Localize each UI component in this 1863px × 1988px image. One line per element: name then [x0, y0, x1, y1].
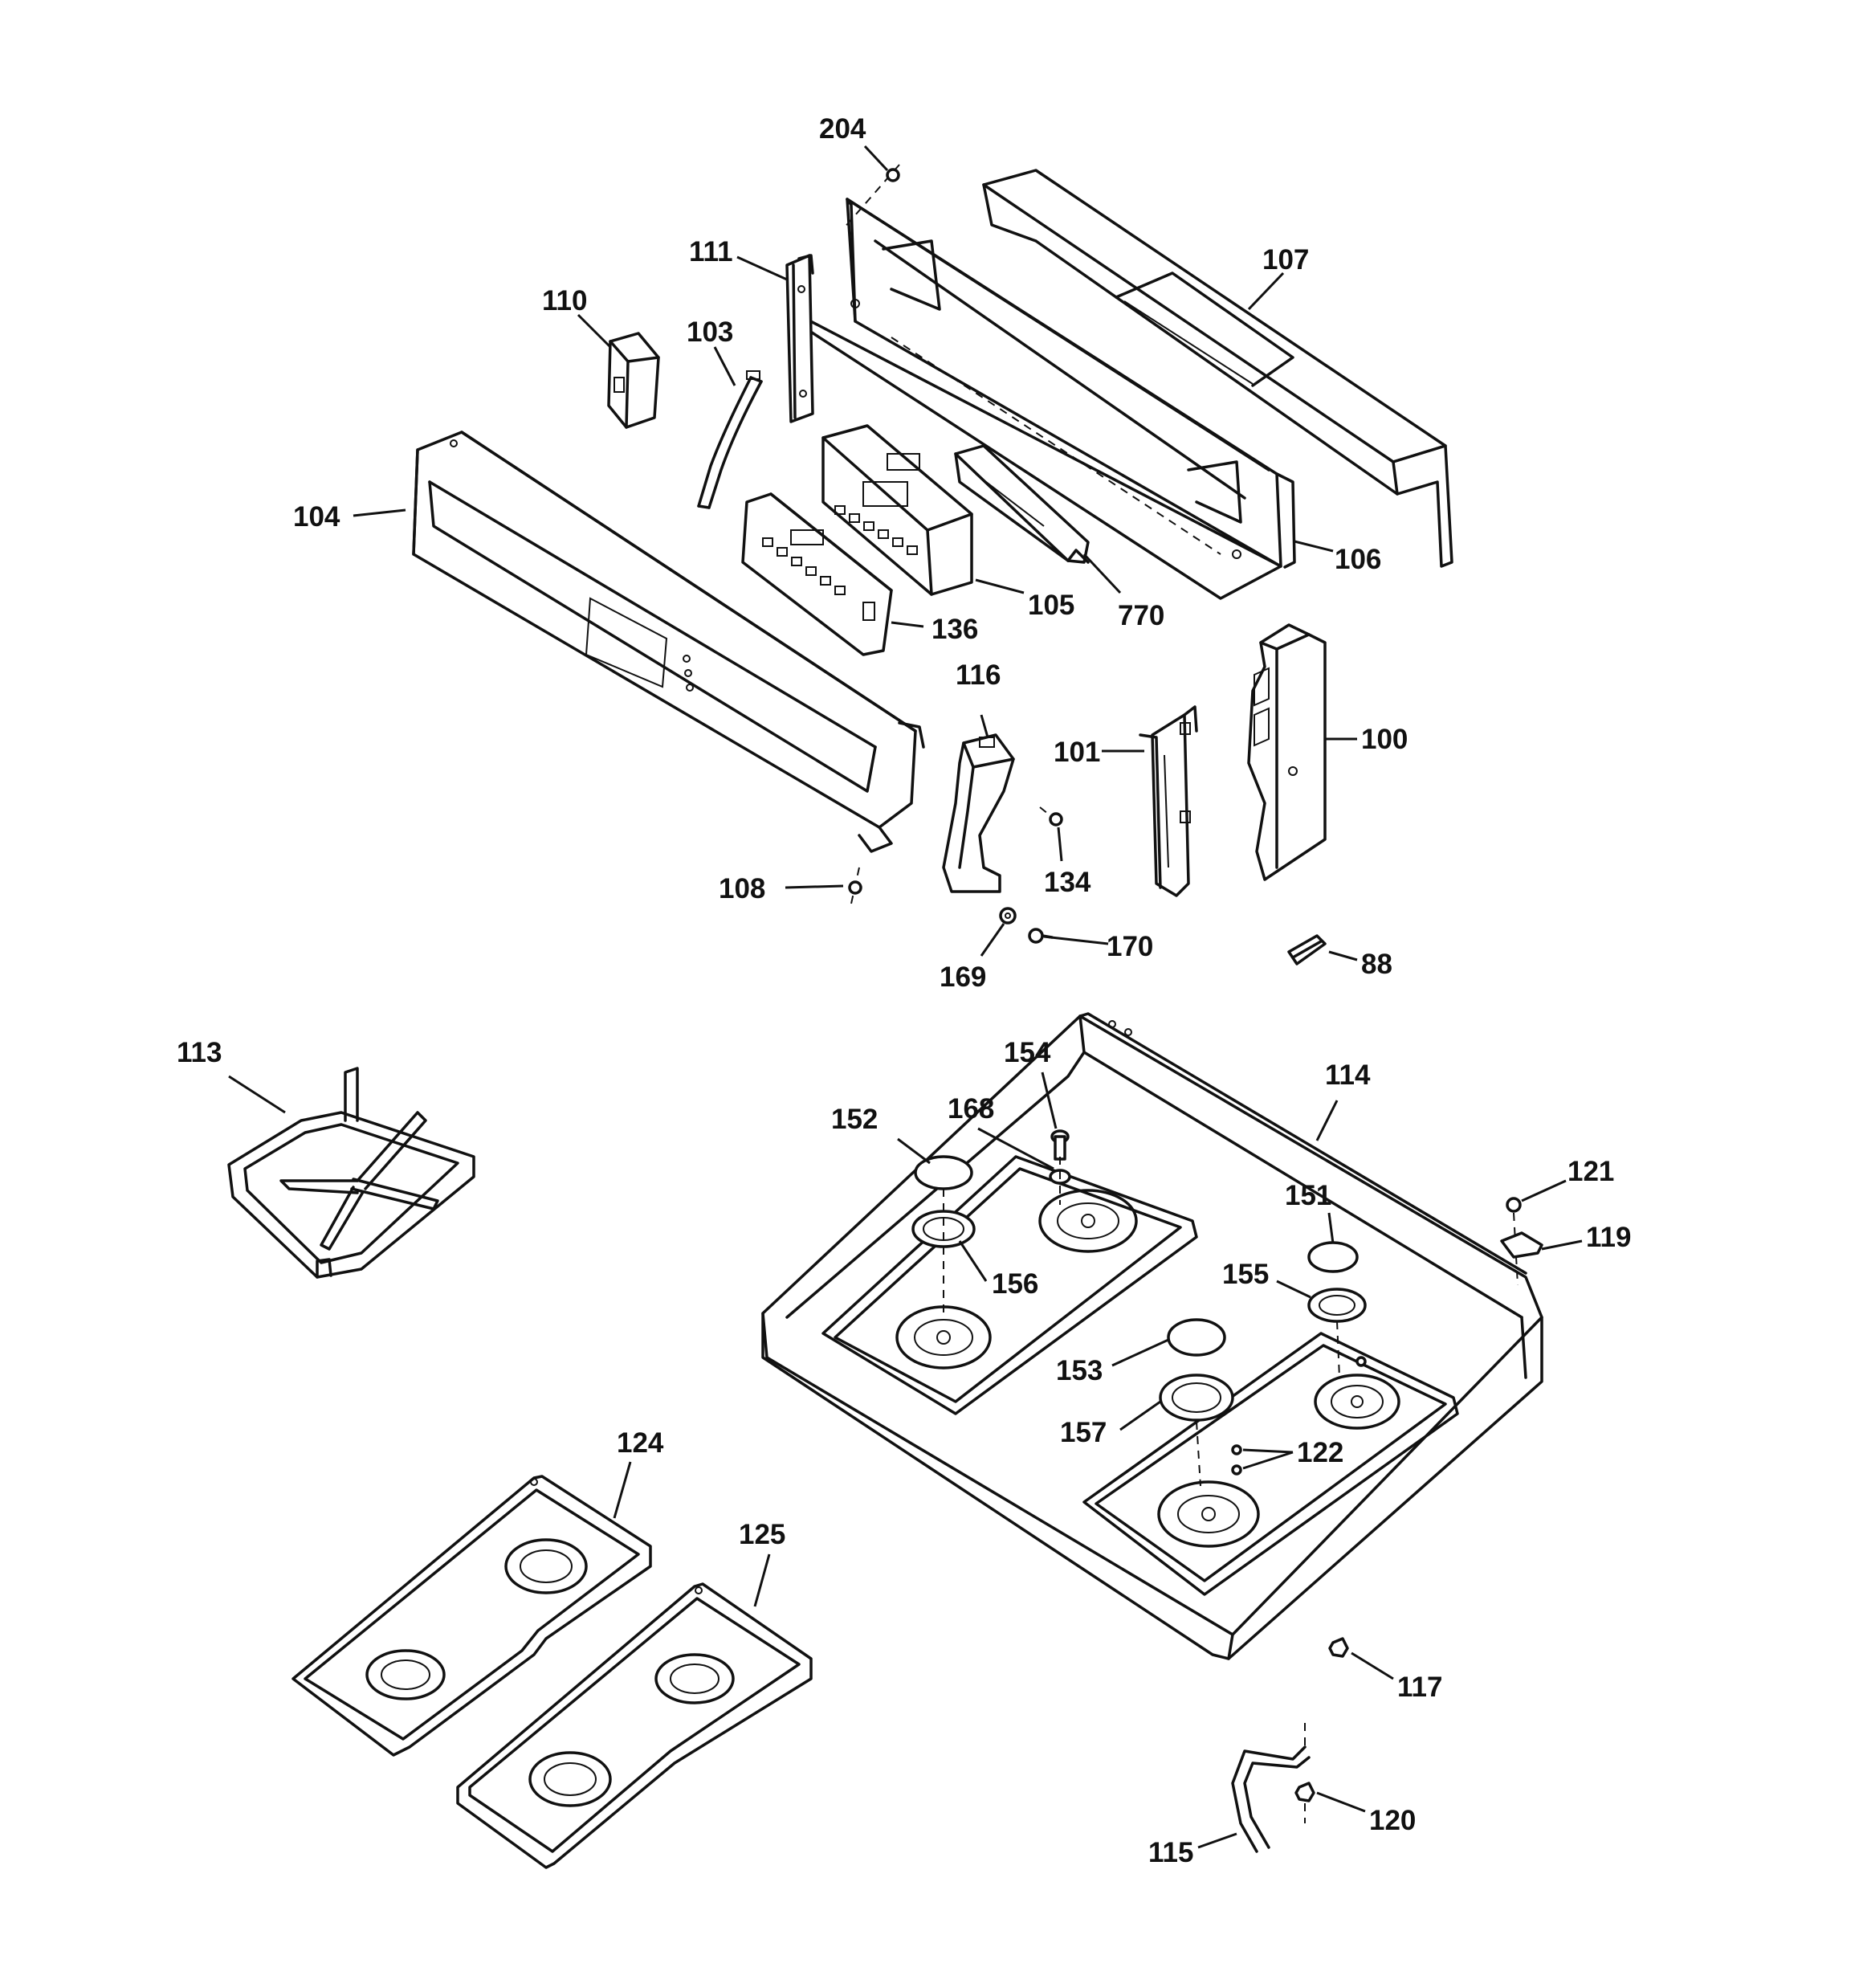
- callout-100: 100: [1361, 724, 1408, 755]
- leader-lines: [228, 145, 1583, 1849]
- part-151-burner-cap: [1307, 1241, 1359, 1273]
- part-124-drip-pan: [291, 1475, 652, 1757]
- callout-105: 105: [1028, 590, 1074, 621]
- callout-136: 136: [932, 614, 978, 645]
- part-119-clip: [1500, 1231, 1543, 1259]
- callout-120: 120: [1369, 1805, 1416, 1836]
- callout-151: 151: [1285, 1180, 1331, 1211]
- callout-107: 107: [1262, 244, 1309, 276]
- part-153-burner-cap: [1167, 1318, 1226, 1357]
- part-125-drip-pan: [456, 1582, 813, 1869]
- part-110-module: [607, 332, 660, 429]
- part-116-side-trim: [942, 733, 1015, 893]
- part-101-bracket: [1139, 705, 1198, 897]
- callout-170: 170: [1107, 931, 1153, 962]
- callout-155: 155: [1222, 1259, 1269, 1290]
- callout-169: 169: [940, 961, 986, 993]
- callout-106: 106: [1335, 544, 1381, 575]
- fastener-108: [848, 867, 862, 904]
- part-105-control-board: [821, 424, 973, 596]
- callout-770: 770: [1118, 600, 1164, 631]
- part-114-cooktop: [761, 1012, 1543, 1660]
- part-113-grate: [227, 1067, 475, 1279]
- part-103-harness-bracket: [697, 370, 763, 509]
- callout-124: 124: [617, 1427, 664, 1459]
- callout-110: 110: [542, 285, 587, 316]
- part-107-vent-trim: [982, 169, 1453, 568]
- callout-119: 119: [1586, 1222, 1631, 1253]
- part-157-burner-head: [1159, 1374, 1234, 1487]
- part-136-overlay: [741, 492, 893, 656]
- part-770-cover: [954, 444, 1090, 564]
- burner-base-rear-right: [1314, 1374, 1400, 1430]
- fastener-170: [1028, 928, 1054, 944]
- part-104-control-panel: [412, 431, 925, 853]
- fastener-204: [842, 164, 900, 230]
- callout-103: 103: [687, 316, 733, 348]
- callout-115: 115: [1148, 1837, 1193, 1868]
- part-111-bracket: [785, 254, 814, 423]
- callout-113: 113: [177, 1037, 222, 1068]
- part-154-fastener: [1050, 1129, 1070, 1161]
- callout-125: 125: [739, 1519, 785, 1550]
- fastener-134: [1039, 806, 1063, 827]
- callout-204: 204: [819, 113, 866, 145]
- callout-121: 121: [1567, 1156, 1614, 1187]
- part-155-burner-head: [1307, 1288, 1367, 1378]
- callout-111: 111: [689, 236, 733, 267]
- part-88-bracket: [1287, 934, 1327, 965]
- callout-117: 117: [1397, 1672, 1442, 1703]
- callout-153: 153: [1056, 1355, 1103, 1386]
- fastener-169: [999, 907, 1017, 925]
- callout-101: 101: [1054, 737, 1100, 768]
- part-117-nut: [1328, 1637, 1349, 1658]
- part-100-side-panel: [1247, 623, 1327, 881]
- burner-base-front-right: [1157, 1480, 1260, 1548]
- part-168-fastener: [1049, 1157, 1071, 1205]
- callout-134: 134: [1044, 867, 1091, 898]
- callout-122: 122: [1297, 1437, 1343, 1468]
- part-156-burner-head: [911, 1189, 976, 1317]
- part-122-fasteners: [1231, 1356, 1367, 1476]
- callout-labels: 204 111 107 110 103 104 106 105 770 136 …: [177, 113, 1631, 1868]
- callout-104: 104: [293, 501, 340, 533]
- callout-154: 154: [1004, 1037, 1051, 1068]
- callout-88: 88: [1361, 949, 1392, 980]
- part-120-nut: [1294, 1782, 1315, 1823]
- part-106-backguard: [801, 198, 1296, 600]
- part-152-burner-cap: [914, 1155, 973, 1190]
- callout-108: 108: [719, 873, 765, 904]
- callout-116: 116: [956, 659, 1001, 691]
- callout-114: 114: [1325, 1059, 1371, 1091]
- callout-152: 152: [831, 1104, 878, 1135]
- burner-base-rear-left: [1038, 1189, 1138, 1253]
- callout-156: 156: [992, 1268, 1038, 1300]
- callout-157: 157: [1060, 1417, 1107, 1448]
- callout-168: 168: [948, 1093, 994, 1125]
- part-115-bracket: [1231, 1723, 1311, 1853]
